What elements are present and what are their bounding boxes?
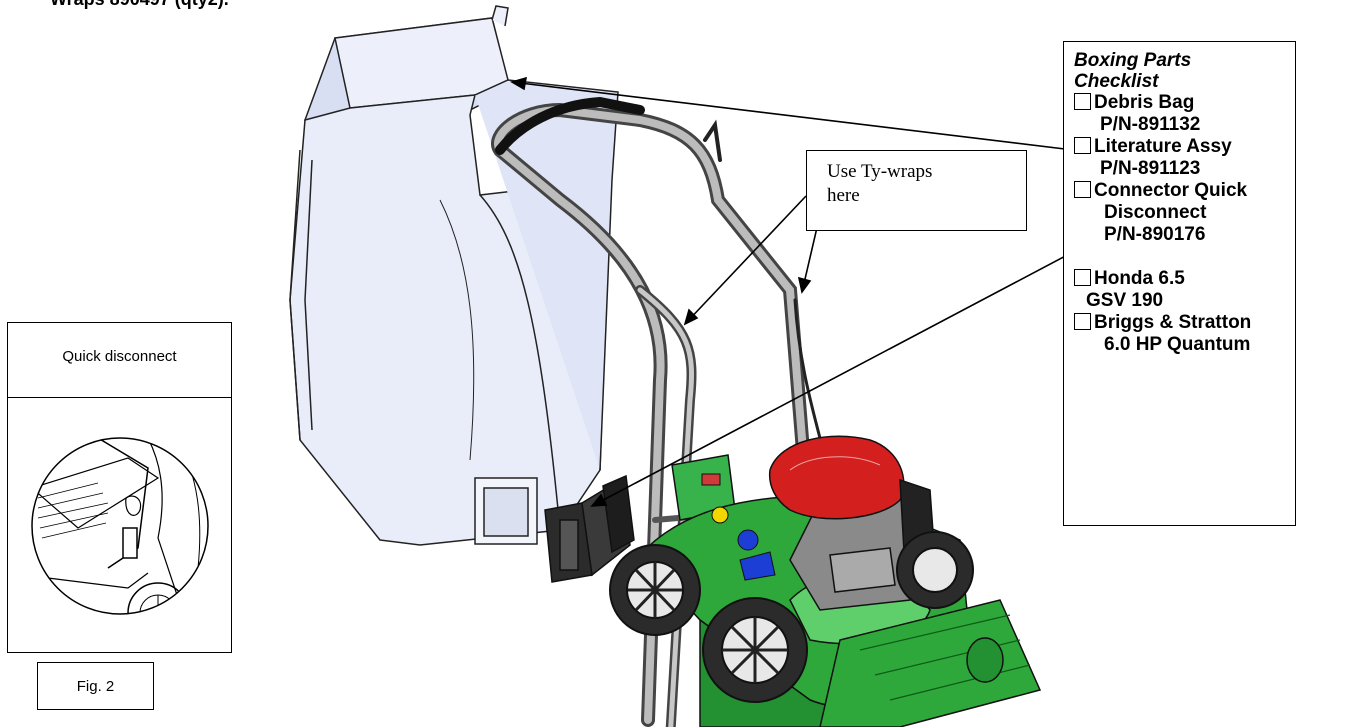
checklist-item-label: Debris Bag: [1094, 92, 1194, 113]
inset-title: Quick disconnect: [8, 323, 231, 398]
callout-line-2: here: [827, 184, 1026, 208]
ty-wraps-callout: Use Ty-wraps here: [806, 150, 1027, 231]
checklist-item-detail: P/N-890176: [1074, 224, 1295, 246]
checklist-item-detail: P/N-891132: [1074, 114, 1295, 136]
figure-label: Fig. 2: [37, 662, 154, 710]
checklist-title-line-1: Boxing Parts: [1074, 50, 1295, 71]
checklist-item-debris-bag[interactable]: Debris Bag: [1074, 92, 1295, 114]
checklist-item-detail: GSV 190: [1074, 290, 1295, 312]
checklist-item-connector-quick-disconnect[interactable]: Connector Quick: [1074, 180, 1295, 202]
checkbox-icon[interactable]: [1074, 93, 1091, 110]
checkbox-icon[interactable]: [1074, 269, 1091, 286]
checklist-item-detail: P/N-891123: [1074, 158, 1295, 180]
checkbox-icon[interactable]: [1074, 181, 1091, 198]
checklist-item-briggs-engine[interactable]: Briggs & Stratton: [1074, 312, 1295, 334]
callout-line-1: Use Ty-wraps: [827, 160, 1026, 184]
checklist-item-label: Connector Quick: [1094, 180, 1247, 201]
checklist-item-detail: Disconnect: [1074, 202, 1295, 224]
checklist-item-label: Briggs & Stratton: [1094, 312, 1251, 333]
checklist-title-line-2: Checklist: [1074, 71, 1295, 92]
checkbox-icon[interactable]: [1074, 137, 1091, 154]
quick-disconnect-inset: Quick disconnect: [7, 322, 232, 653]
quick-disconnect-detail-drawing: [8, 398, 230, 652]
checklist-item-label: Literature Assy: [1094, 136, 1232, 157]
checklist-item-label: Honda 6.5: [1094, 268, 1185, 289]
checklist-item-detail: 6.0 HP Quantum: [1074, 334, 1295, 356]
checklist-item-literature-assy[interactable]: Literature Assy: [1074, 136, 1295, 158]
checkbox-icon[interactable]: [1074, 313, 1091, 330]
checklist-item-honda-engine[interactable]: Honda 6.5: [1074, 268, 1295, 290]
boxing-parts-checklist: Boxing Parts Checklist Debris Bag P/N-89…: [1063, 41, 1296, 526]
debris-bag-drawing: [290, 6, 618, 545]
